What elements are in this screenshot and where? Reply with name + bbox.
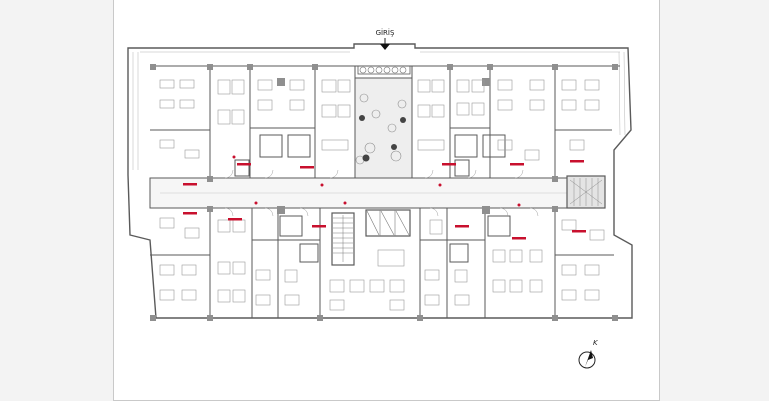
stair-core <box>331 209 411 266</box>
north-label: K <box>593 339 599 347</box>
entrance-marker <box>380 38 390 50</box>
entrance-label: GİRİŞ <box>376 28 395 37</box>
office-furniture <box>159 79 605 311</box>
atrium <box>354 65 413 179</box>
corridor <box>149 177 581 209</box>
door-swings <box>224 169 539 217</box>
facade-hatch <box>132 51 626 170</box>
columns <box>150 64 618 321</box>
north-arrow-icon <box>578 350 596 369</box>
stair-core-right <box>566 175 606 209</box>
room-partitions <box>150 65 620 318</box>
area-markers <box>183 155 586 240</box>
